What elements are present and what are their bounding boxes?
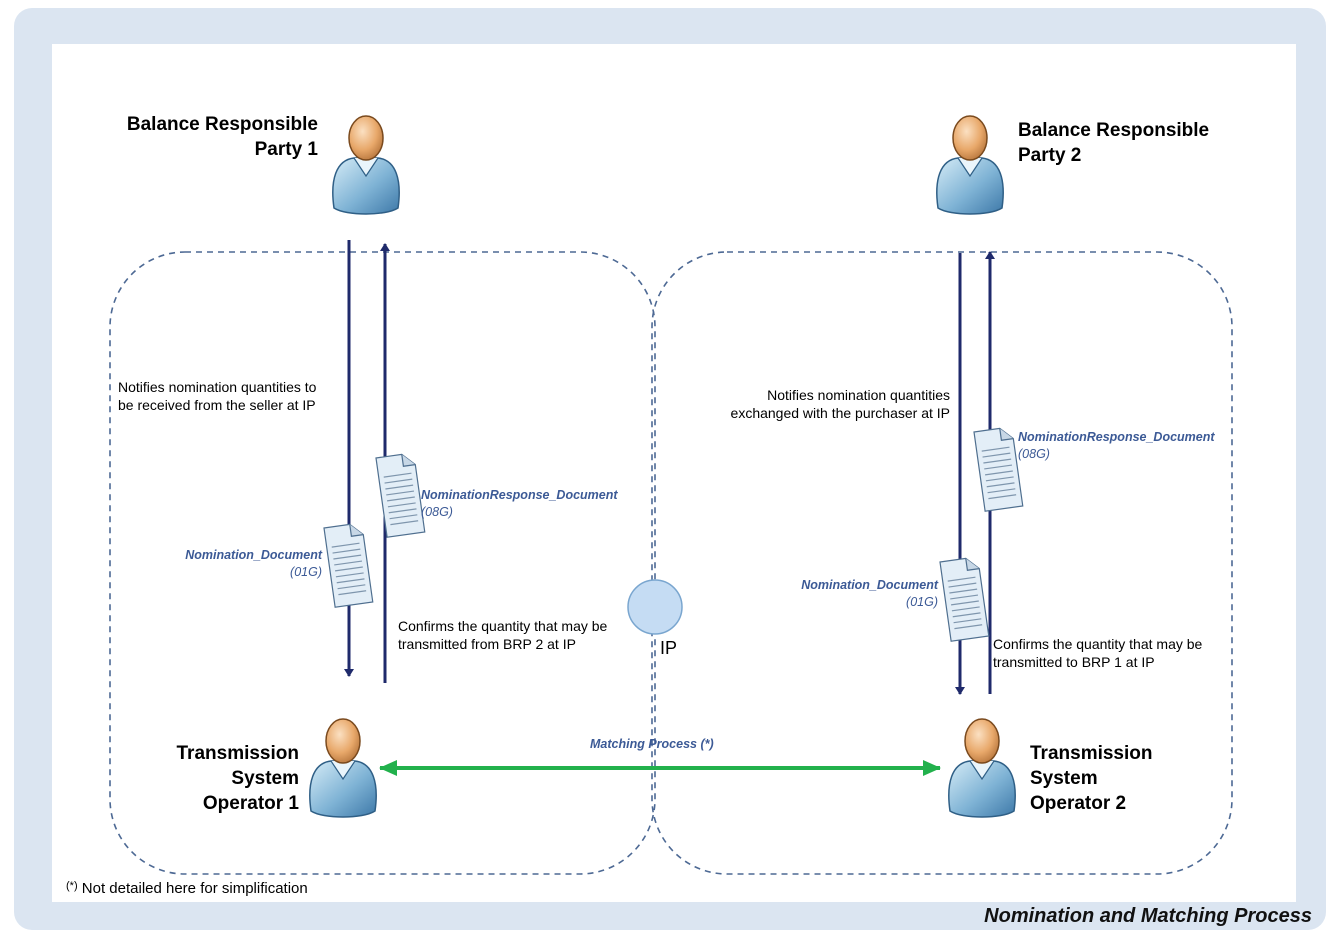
footnote: (*) Not detailed here for simplification — [66, 880, 308, 897]
tso1-label: Transmission System Operator 1 — [140, 741, 300, 816]
left-nomination-doc-code: (01G) — [290, 565, 322, 579]
right-notify-line2: exchanged with the purchaser at IP — [730, 405, 950, 421]
right-confirm-line1: Confirms the quantity that may be — [993, 636, 1203, 652]
right-response-doc-label: NominationResponse_Document (08G) — [1018, 429, 1238, 463]
left-response-doc-label: NominationResponse_Document (08G) — [421, 487, 641, 521]
brp2-label: Balance Responsible Party 2 — [1018, 118, 1238, 168]
tso2-label-line3: Operator 2 — [1030, 793, 1127, 814]
brp2-label-line1: Balance Responsible — [1018, 120, 1210, 141]
tso1-label-line2: System — [231, 768, 299, 789]
tso2-label-line2: System — [1030, 768, 1098, 789]
tso1-label-line1: Transmission — [176, 743, 300, 764]
brp1-label-line1: Balance Responsible — [126, 114, 318, 135]
tso2-boundary — [651, 251, 1233, 875]
right-notify-line1: Notifies nomination quantities — [767, 387, 950, 403]
footnote-text: Not detailed here for simplification — [81, 880, 308, 897]
left-nomination-doc-label: Nomination_Document (01G) — [150, 547, 322, 581]
right-nomination-doc-code: (01G) — [906, 595, 938, 609]
tso1-label-line3: Operator 1 — [202, 793, 299, 814]
tso2-label-line1: Transmission — [1030, 743, 1153, 764]
left-confirm-note: Confirms the quantity that may be transm… — [398, 617, 648, 653]
right-notify-note: Notifies nomination quantities exchanged… — [690, 386, 950, 422]
brp1-label-line2: Party 1 — [254, 139, 318, 160]
right-nomination-doc-name: Nomination_Document — [801, 578, 938, 592]
left-nomination-doc-name: Nomination_Document — [185, 548, 322, 562]
left-notify-line1: Notifies nomination quantities to — [118, 379, 317, 395]
left-confirm-line1: Confirms the quantity that may be — [398, 618, 608, 634]
right-response-doc-name: NominationResponse_Document — [1018, 430, 1215, 444]
right-confirm-line2: transmitted to BRP 1 at IP — [993, 654, 1155, 670]
footnote-marker: (*) — [66, 880, 78, 892]
left-confirm-line2: transmitted from BRP 2 at IP — [398, 636, 576, 652]
left-response-doc-code: (08G) — [421, 505, 453, 519]
brp2-label-line2: Party 2 — [1018, 145, 1082, 166]
ip-label: IP — [660, 638, 678, 658]
tso2-label: Transmission System Operator 2 — [1030, 741, 1190, 816]
right-confirm-note: Confirms the quantity that may be transm… — [993, 635, 1243, 671]
caption: Nomination and Matching Process — [984, 905, 1312, 927]
diagram-panel — [52, 44, 1296, 902]
tso1-boundary — [109, 251, 656, 875]
ip-circle — [627, 579, 683, 635]
right-nomination-doc-label: Nomination_Document (01G) — [766, 577, 938, 611]
left-notify-note: Notifies nomination quantities to be rec… — [118, 378, 378, 414]
right-response-doc-code: (08G) — [1018, 447, 1050, 461]
matching-process-label: Matching Process (*) — [590, 737, 714, 751]
brp1-label: Balance Responsible Party 1 — [118, 112, 318, 162]
left-response-doc-name: NominationResponse_Document — [421, 488, 618, 502]
left-notify-line2: be received from the seller at IP — [118, 397, 316, 413]
